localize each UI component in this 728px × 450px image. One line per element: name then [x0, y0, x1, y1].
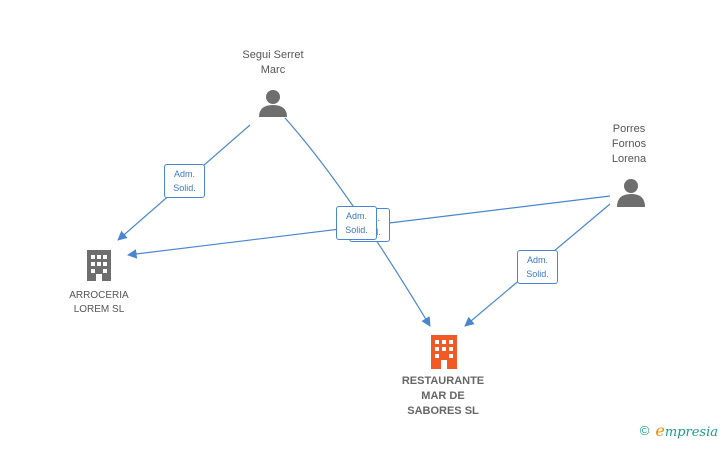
company-name-line: LOREM SL	[73, 304, 125, 315]
company-name-line: RESTAURANTE	[401, 375, 485, 387]
building-icon-restaurante	[431, 335, 457, 369]
person-icon-porres	[617, 179, 645, 207]
relation-badge[interactable]: Adm. Solid.	[517, 250, 558, 284]
edge-segui-restaurante	[284, 117, 431, 327]
relation-type: Solid.	[526, 269, 549, 279]
relation-type: Solid.	[345, 225, 368, 235]
brand-name: mpresia	[664, 425, 718, 440]
person-name-line: Porres	[612, 123, 646, 135]
person-name-line: Fornos	[611, 138, 647, 150]
company-label-arroceria[interactable]: ARROCERIA LOREM SL	[56, 289, 142, 317]
person-label-segui[interactable]: Segui Serret Marc	[225, 48, 321, 78]
person-icon-segui	[259, 90, 287, 117]
relation-type: Solid.	[173, 183, 196, 193]
company-label-restaurante[interactable]: RESTAURANTE MAR DE SABORES SL	[388, 374, 498, 419]
person-name-line: Segui Serret	[242, 49, 304, 61]
company-name-line: SABORES SL	[407, 405, 479, 417]
person-label-porres[interactable]: Porres Fornos Lorena	[596, 122, 662, 167]
building-icon-arroceria	[87, 250, 111, 281]
relation-badge[interactable]: Adm. Solid.	[164, 164, 205, 198]
copyright-footer: © empresia	[640, 421, 718, 440]
company-name-line: MAR DE	[421, 390, 465, 402]
relation-role: Adm.	[526, 255, 548, 265]
relation-role: Adm.	[173, 169, 195, 179]
company-name-line: ARROCERIA	[69, 290, 129, 301]
brand-initial: e	[655, 421, 665, 440]
relation-role: Adm.	[345, 211, 367, 221]
copyright-symbol: ©	[639, 423, 650, 438]
person-name-line: Lorena	[611, 153, 647, 165]
relation-badge[interactable]: Adm. Solid.	[336, 206, 377, 240]
brand-logo: empresia	[655, 421, 718, 440]
person-name-line: Marc	[260, 64, 286, 76]
